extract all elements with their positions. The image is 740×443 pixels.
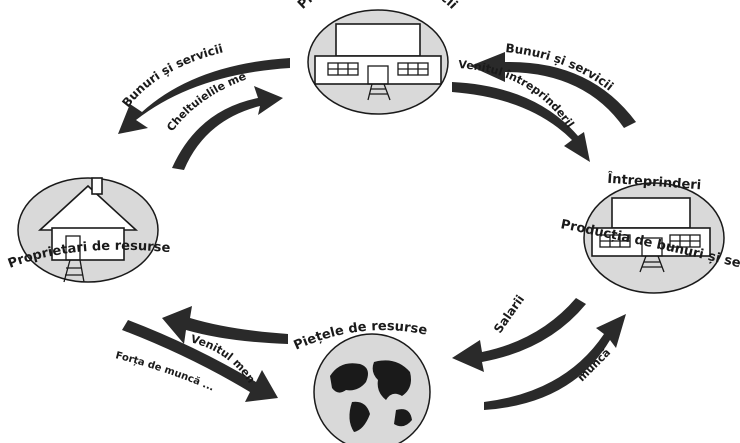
arrow-spending-to-market bbox=[172, 86, 283, 170]
enterprises-node bbox=[583, 182, 725, 294]
arrow-revenue-to-enterprises bbox=[452, 82, 590, 162]
product-market-node bbox=[307, 9, 449, 115]
household-spending-label: Cheltuielile menajelor bbox=[0, 0, 248, 134]
resource-market-node bbox=[313, 333, 431, 443]
enterprises-label: Întreprinderi bbox=[607, 171, 702, 194]
arrow-goods-to-households bbox=[118, 58, 290, 134]
arrow-resources-to-market bbox=[122, 320, 278, 402]
arrow-income-to-households bbox=[162, 306, 288, 344]
arrow-goods-from-enterprises bbox=[470, 52, 636, 128]
households-node bbox=[17, 177, 159, 283]
arrow-labor-to-enterprises bbox=[484, 314, 626, 410]
arrow-wages-to-resource-market bbox=[452, 298, 586, 372]
wages-label: Salarii bbox=[491, 292, 527, 335]
flow-arrows bbox=[118, 52, 636, 410]
